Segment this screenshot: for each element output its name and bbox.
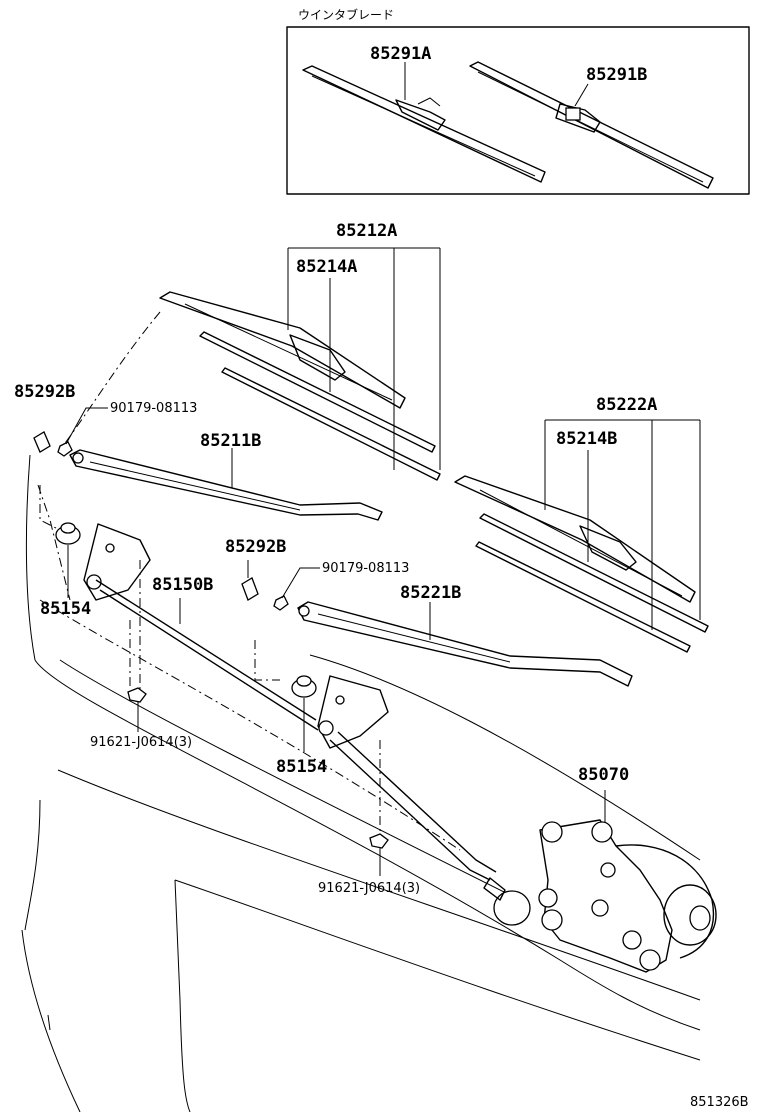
winter-blade-85291A (302, 62, 546, 183)
pivot-85154-right: 85154 (276, 675, 389, 777)
label-90179-right: 90179-08113 (322, 561, 409, 576)
diagram-code: 851326B (690, 1095, 749, 1110)
label-90179-left: 90179-08113 (110, 401, 197, 416)
label-85150B: 85150B (152, 575, 213, 595)
back-door-panel (21, 454, 701, 1112)
label-85212A: 85212A (336, 221, 397, 241)
wiper-motor-85070: 85070 (483, 765, 717, 973)
label-85154-right: 85154 (276, 757, 327, 777)
bolt-91621-left: 91621-J0614(3) (90, 560, 192, 750)
wiper-arm-85221B (297, 601, 633, 687)
label-85070: 85070 (578, 765, 629, 785)
label-85154-left: 85154 (40, 599, 91, 619)
label-85214A: 85214A (296, 257, 357, 277)
label-85214B: 85214B (556, 429, 617, 449)
winter-blade-inset: ウインタブレード 85291A 85291B (286, 7, 750, 195)
label-85291B: 85291B (586, 65, 647, 85)
label-85291A: 85291A (370, 44, 431, 64)
pivot-85154-left: 85154 (40, 522, 151, 619)
nut-90179-left: 90179-08113 (57, 401, 197, 457)
wiper-blade-85222A (454, 475, 709, 653)
cap-85292B-left: 85292B (14, 382, 75, 453)
cap-85292B-right: 85292B (225, 537, 286, 601)
label-85221B: 85221B (400, 583, 461, 603)
inset-frame (286, 26, 750, 195)
winter-blade-85291B (469, 61, 714, 189)
nut-90179-right: 90179-08113 (273, 561, 409, 611)
link-rod-85150B: 85150B (95, 575, 497, 881)
wiper-blade-85212A (159, 291, 441, 481)
label-85211B: 85211B (200, 431, 261, 451)
inset-title: ウインタブレード (298, 7, 394, 22)
label-85292B-right: 85292B (225, 537, 286, 557)
callout-group-85222A: 85222A 85214B (544, 395, 701, 630)
bolt-91621-right: 91621-J0614(3) (318, 740, 420, 896)
wiper-arm-85211B (69, 449, 383, 521)
leader-lines (231, 448, 431, 640)
label-91621-right: 91621-J0614(3) (318, 881, 420, 896)
label-85292B-left: 85292B (14, 382, 75, 402)
callout-group-85212A: 85212A 85214A (287, 221, 441, 470)
label-85222A: 85222A (596, 395, 657, 415)
label-91621-left: 91621-J0614(3) (90, 735, 192, 750)
